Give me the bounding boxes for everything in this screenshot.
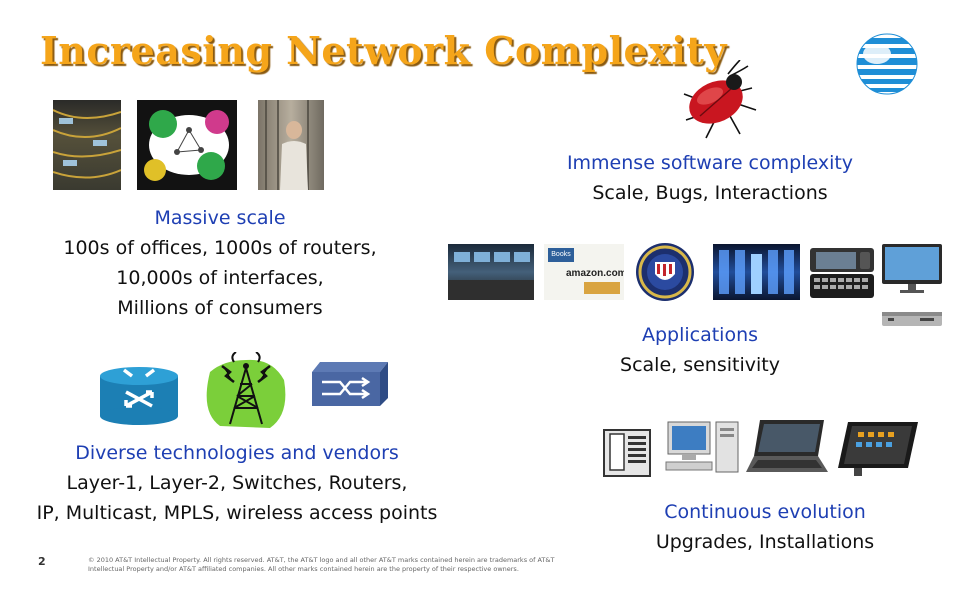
operations-center-photo xyxy=(448,244,534,300)
books-label: Books xyxy=(548,248,574,262)
mainframe-server-icon xyxy=(603,429,651,477)
evolution-line-1: Upgrades, Installations xyxy=(655,531,875,553)
scale-line-2: 10,000s of interfaces, xyxy=(116,267,324,289)
tech-line-1: Layer-1, Layer-2, Switches, Routers, xyxy=(66,472,408,494)
amazon-label: amazon.com xyxy=(566,268,624,279)
tablet-icon xyxy=(838,422,918,476)
applications-line-1: Scale, sensitivity xyxy=(620,354,780,376)
massive-scale-block: Massive scale 100s of offices, 1000s of … xyxy=(20,203,420,323)
applications-heading: Applications xyxy=(641,324,759,346)
amazon-website-photo: Books amazon.com xyxy=(544,244,624,300)
tv-and-settop-box-icon xyxy=(882,244,942,326)
smartphone-icon xyxy=(810,248,874,298)
applications-block: Applications Scale, sensitivity xyxy=(560,320,840,380)
laptop-icon xyxy=(746,420,828,472)
evolution-block: Continuous evolution Upgrades, Installat… xyxy=(620,497,910,557)
wireless-tower-icon xyxy=(206,352,286,428)
page-number: 2 xyxy=(38,555,46,568)
scale-line-3: Millions of consumers xyxy=(117,297,323,319)
fbi-seal-icon xyxy=(636,243,694,301)
software-complexity-block: Immense software complexity Scale, Bugs,… xyxy=(530,148,890,208)
tech-line-2: IP, Multicast, MPLS, wireless access poi… xyxy=(36,502,438,524)
software-heading: Immense software complexity xyxy=(566,152,854,174)
bug-icon xyxy=(683,60,757,139)
tech-heading: Diverse technologies and vendors xyxy=(75,442,399,464)
technologies-block: Diverse technologies and vendors Layer-1… xyxy=(0,438,474,528)
data-center-photo xyxy=(713,244,800,300)
slide-title: Increasing Network Complexity xyxy=(40,28,727,73)
switch-icon xyxy=(312,362,388,406)
router-icon xyxy=(100,367,178,425)
amazon-banner xyxy=(584,282,620,294)
att-globe-logo xyxy=(856,33,918,95)
desktop-computer-icon xyxy=(665,421,739,473)
copyright-notice: © 2010 AT&T Intellectual Property. All r… xyxy=(88,556,555,573)
scale-line-1: 100s of offices, 1000s of routers, xyxy=(63,237,377,259)
server-cables-photo xyxy=(53,100,121,190)
network-diagram-photo xyxy=(137,100,237,190)
evolution-heading: Continuous evolution xyxy=(664,501,866,523)
software-line-1: Scale, Bugs, Interactions xyxy=(592,182,828,204)
scale-heading: Massive scale xyxy=(154,207,286,229)
technician-photo xyxy=(258,100,324,190)
